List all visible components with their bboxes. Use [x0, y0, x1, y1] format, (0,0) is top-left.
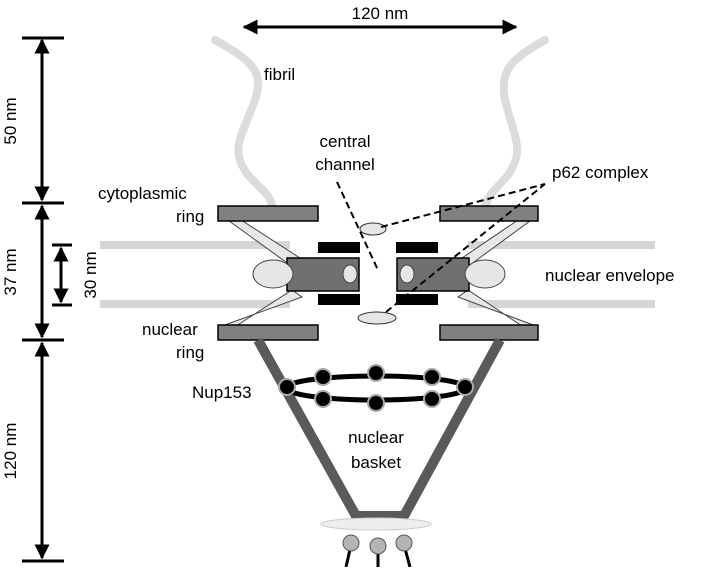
luminal-blocks [318, 242, 438, 305]
label-height-ring: 37 nm [1, 248, 20, 295]
nup153-beads [278, 364, 474, 412]
label-height-inner: 30 nm [81, 251, 100, 298]
dimension-left-scale [22, 36, 72, 563]
label-cyto-ring-2: ring [176, 207, 204, 226]
spokes [221, 217, 537, 327]
central-channel-plugs [357, 222, 397, 325]
label-width-top: 120 nm [352, 4, 409, 23]
label-nup153: Nup153 [192, 383, 252, 402]
basket-distal-ring [320, 517, 432, 568]
label-nuclear-ring-1: nuclear [142, 320, 198, 339]
text-labels: 120 nm fibril central channel p62 comple… [1, 4, 674, 479]
leader-lines [336, 181, 546, 313]
cytoplasmic-ring [217, 205, 539, 222]
label-fibril: fibril [264, 65, 295, 84]
nup153-ring [278, 364, 474, 412]
label-central-2: channel [315, 155, 375, 174]
label-p62: p62 complex [552, 163, 649, 182]
label-nuclear-ring-2: ring [176, 343, 204, 362]
label-basket-1: nuclear [348, 428, 404, 447]
inner-ring [252, 257, 506, 292]
label-height-basket: 120 nm [1, 423, 20, 480]
label-central-1: central [319, 132, 370, 151]
nuclear-envelope [100, 241, 655, 308]
label-nuclear-envelope: nuclear envelope [545, 266, 674, 285]
label-basket-2: basket [351, 453, 401, 472]
nuclear-basket [253, 337, 505, 521]
label-cyto-ring-1: cytoplasmic [98, 184, 187, 203]
fibrils [211, 36, 549, 209]
nuclear-ring [217, 324, 539, 341]
label-height-fibril: 50 nm [1, 97, 20, 144]
